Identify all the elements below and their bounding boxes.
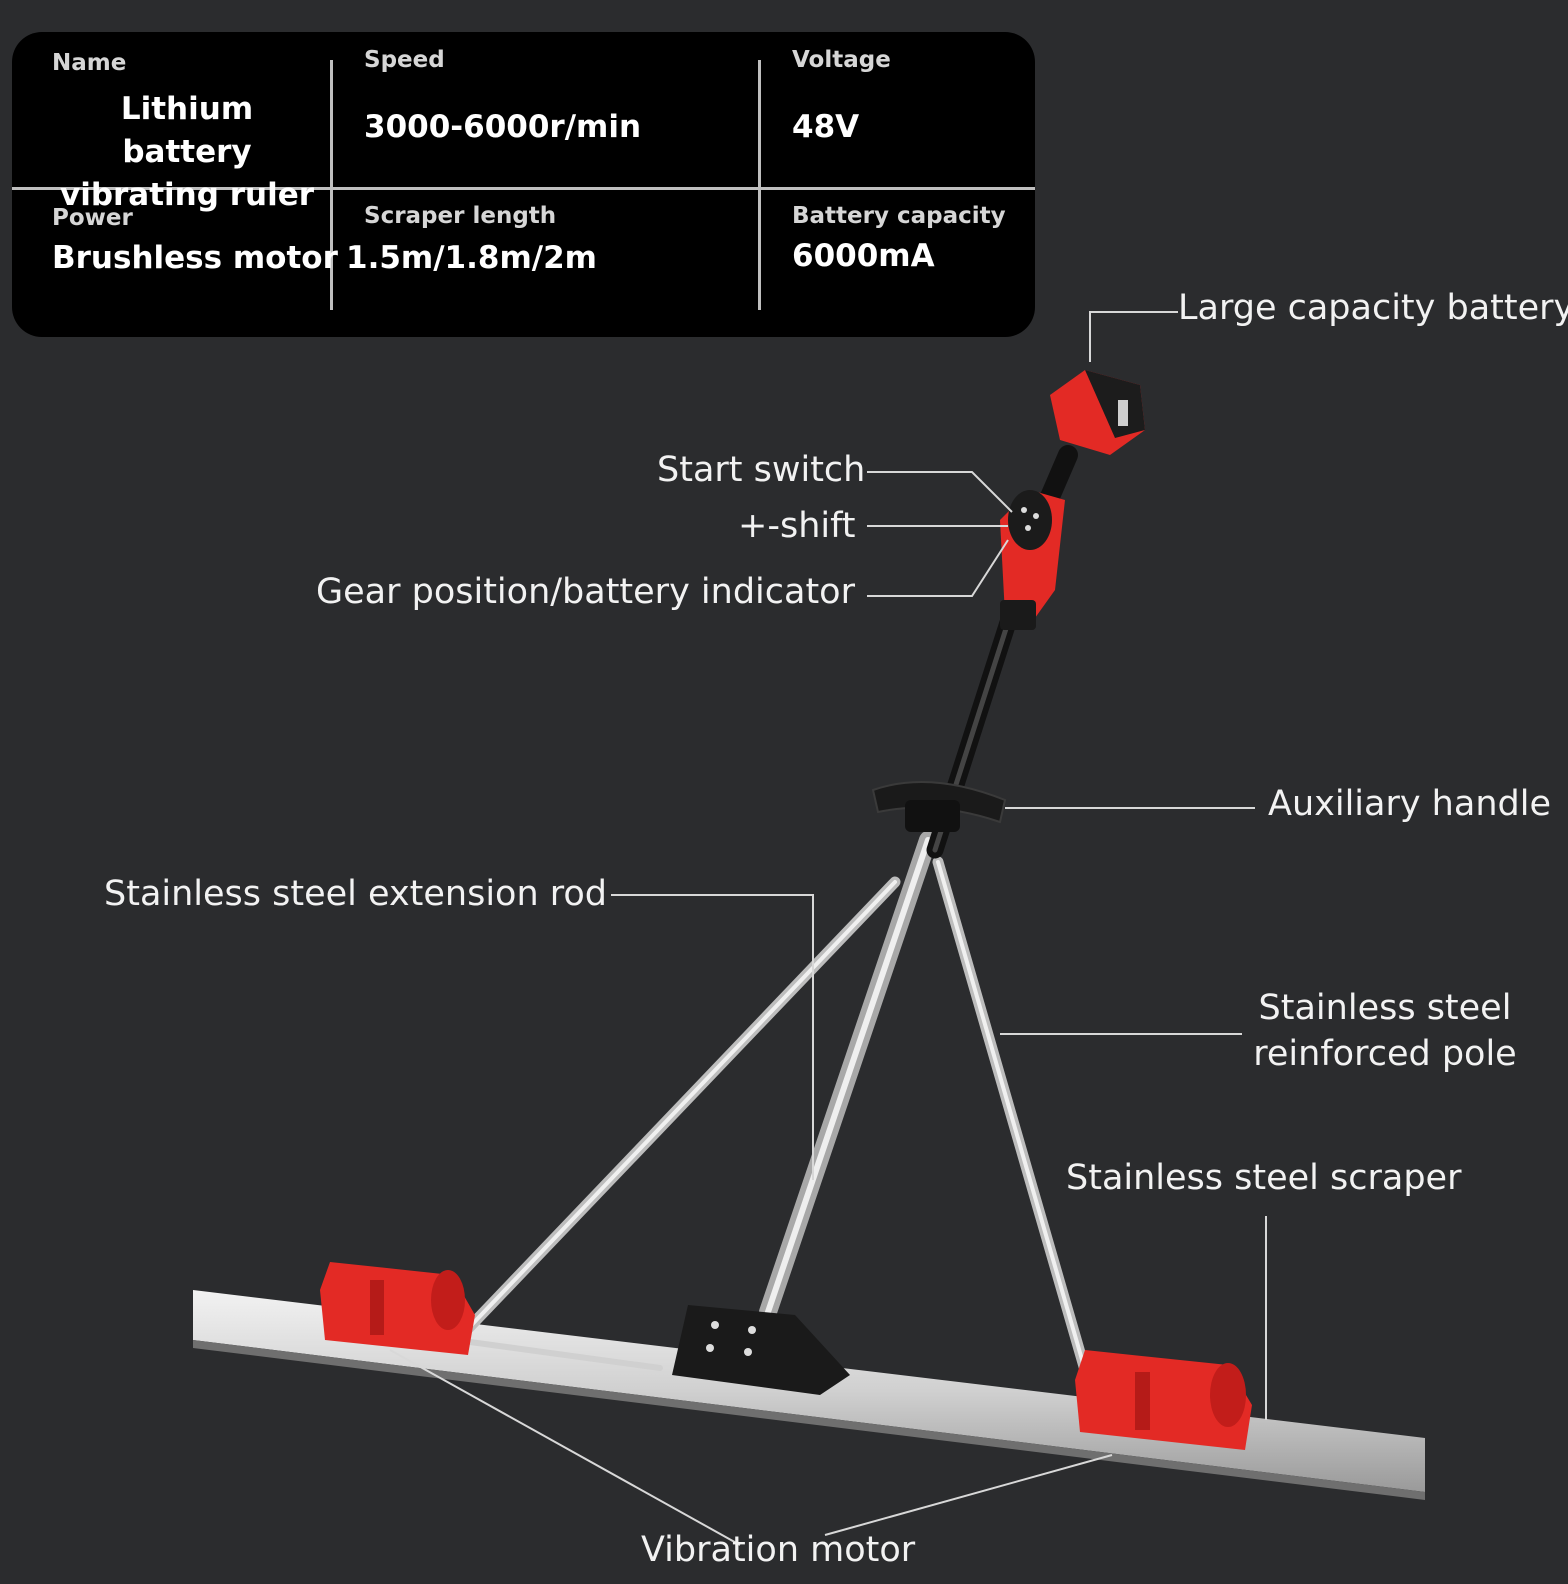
spec-value-power: Brushless motor	[52, 240, 338, 276]
spec-table: Name Lithium battery vibrating ruler Spe…	[12, 32, 1035, 337]
spec-value-voltage: 48V	[792, 109, 860, 145]
spec-value-speed: 3000-6000r/min	[364, 109, 642, 145]
spec-label-voltage: Voltage	[792, 47, 891, 73]
center-bracket	[672, 1305, 850, 1395]
red-handle-body	[1000, 490, 1065, 630]
spec-label-power: Power	[52, 205, 133, 231]
callout-aux-handle: Auxiliary handle	[1268, 784, 1551, 824]
callout-indicator: Gear position/battery indicator	[316, 572, 855, 612]
callout-reinforced-pole: Stainless steel reinforced pole	[1253, 988, 1517, 1074]
leader-lines	[389, 311, 1267, 1546]
spec-divider-v2	[758, 60, 761, 310]
spec-value-scraper-length: 1.5m/1.8m/2m	[346, 240, 597, 276]
spec-cell-power: Power Brushless motor	[52, 205, 338, 280]
spec-cell-name: Name Lithium battery vibrating ruler	[52, 50, 314, 213]
callout-start-switch: Start switch	[657, 450, 866, 490]
spec-divider-h	[12, 187, 1035, 190]
spec-cell-scraper-length: Scraper length 1.5m/1.8m/2m	[346, 203, 597, 280]
spec-label-scraper-length: Scraper length	[364, 203, 557, 229]
callout-vibration-motor: Vibration motor	[641, 1530, 916, 1570]
battery-pack	[1050, 370, 1145, 455]
vibration-motor-left	[320, 1262, 475, 1355]
spec-cell-battery-capacity: Battery capacity 6000mA	[792, 203, 1006, 278]
spec-label-name: Name	[52, 50, 127, 76]
callout-shift: +-shift	[738, 506, 856, 546]
spec-label-speed: Speed	[364, 47, 445, 73]
vibration-motor-right	[1075, 1350, 1252, 1450]
steel-rods	[456, 831, 1091, 1376]
callout-scraper: Stainless steel scraper	[1066, 1158, 1462, 1198]
spec-value-battery-capacity: 6000mA	[792, 238, 935, 274]
spec-divider-v1	[330, 60, 333, 310]
spec-value-name: Lithium battery vibrating ruler	[59, 91, 315, 213]
spec-cell-speed: Speed 3000-6000r/min	[364, 47, 641, 149]
auxiliary-handle	[871, 781, 1007, 832]
callout-extension-rod: Stainless steel extension rod	[104, 874, 608, 914]
spec-label-battery-capacity: Battery capacity	[792, 203, 1006, 229]
spec-cell-voltage: Voltage 48V	[792, 47, 891, 149]
callout-battery: Large capacity battery	[1178, 288, 1568, 328]
